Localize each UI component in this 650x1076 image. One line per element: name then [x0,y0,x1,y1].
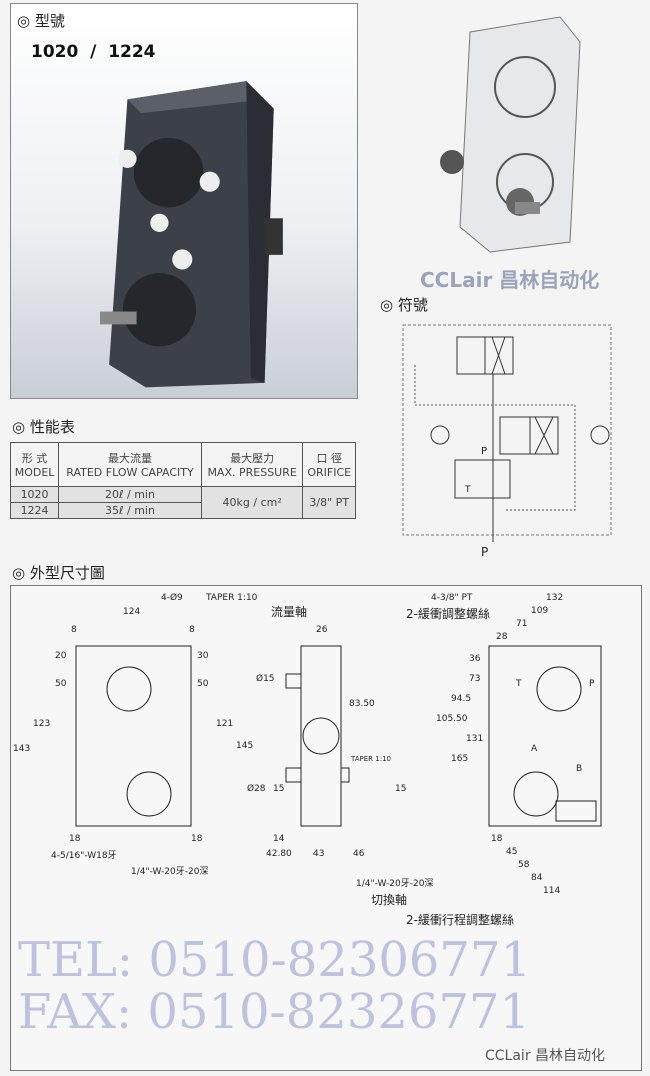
d45-label: 45 [506,847,517,857]
symbol-port-p-inner: P [481,446,487,457]
symbol-port-p-outer: P [481,545,488,559]
taper1-label: TAPER 1:10 [205,593,258,603]
dimension-drawing: 4-Ø9 TAPER 1:10 124 流量軸 8 8 26 20 50 123… [13,592,602,927]
d121-label: 121 [216,719,233,729]
d4280-label: 42.80 [266,849,292,859]
0-label: 最大流量 [107,452,152,465]
d15a-label: 15 [273,784,284,794]
d28-label: 28 [496,632,508,642]
flow-label: 35ℓ / min [58,502,202,519]
d20-label: 20 [55,651,67,661]
d15b-label: 15 [395,784,406,794]
d36-label: 36 [469,654,481,664]
watermark-logo: CCLair 昌林自动化 [420,268,600,292]
d18b-label: 18 [191,834,203,844]
dphi28-label: Ø28 [247,783,266,794]
1-label: ORIFICE [307,466,352,479]
model-section-title: ◎ 型號 [17,12,65,30]
valve-3d-render [440,16,581,253]
footer-brand: CCLair 昌林自动化 [485,1048,606,1064]
d14-label: 14 [273,834,285,844]
d143-label: 143 [13,744,30,754]
hydraulic-symbol-diagram: P P T [402,324,612,559]
d58-label: 58 [518,860,530,870]
d124-label: 124 [123,607,140,617]
contact-tel: TEL: 0510-82306771 [18,932,532,988]
d945-label: 94.5 [451,694,471,704]
orifice-cell: 3/8" PT [302,486,356,519]
d18c-label: 18 [491,834,503,844]
portB-label: B [576,764,582,774]
model-label: 1020 [9,486,60,503]
d145-label: 145 [236,741,253,751]
dimension-section-title: ◎ 外型尺寸圖 [12,564,105,582]
d71-label: 71 [516,619,527,629]
taper2-label: TAPER 1:10 [350,755,391,763]
d109-label: 109 [531,606,548,616]
d123-label: 123 [33,719,50,729]
d50a-label: 50 [55,679,67,689]
model-label: 1224 [9,502,60,519]
thread3-label: 1/4"-W-20牙-20深 [356,878,433,889]
d8a-label: 8 [71,625,77,635]
performance-section-title: ◎ 性能表 [12,418,75,436]
pressure-cell: 40kg / cm² [200,486,304,519]
d132-label: 132 [546,593,563,603]
dimension-drawing-panel: 4-Ø9 TAPER 1:10 124 流量軸 8 8 26 20 50 123… [10,585,642,1071]
switch-shaft-label: 切換軸 [371,893,407,907]
d131-label: 131 [466,734,483,744]
contact-fax: FAX: 0510-82326771 [18,984,531,1040]
model-numbers: 1020 / 1224 [31,42,156,62]
thread1-label: 4-5/16"-W18牙 [51,850,117,861]
d43-label: 43 [313,849,324,859]
symbol-port-t: T [464,485,471,495]
d30-label: 30 [197,651,209,661]
adj1-label: 2-緩衝調整螺絲 [406,606,490,621]
portP-label: P [589,679,595,689]
1-label: MAX. PRESSURE [207,466,297,479]
pt-label: 4-3/8" PT [431,593,473,603]
adj2-label: 2-緩衝行程調整螺絲 [406,912,514,927]
d8b-label: 8 [189,625,195,635]
portT-label: T [515,679,522,689]
thread2-label: 1/4"-W-20牙-20深 [131,866,208,877]
0-label: 形 式 [21,452,48,465]
flow-label: 20ℓ / min [58,486,202,503]
1-label: MODEL [14,466,55,479]
d73-label: 73 [469,674,480,684]
0-label: 口 徑 [316,452,342,465]
product-photo-panel: ◎ 型號 1020 / 1224 [10,3,358,399]
portA-label: A [531,744,538,754]
d26-label: 26 [316,625,328,635]
d114-label: 114 [543,886,560,896]
d18a-label: 18 [69,834,81,844]
d10550-label: 105.50 [436,714,468,724]
dphi15-label: Ø15 [256,673,275,684]
symbol-section-title: ◎ 符號 [380,296,428,314]
1-label: RATED FLOW CAPACITY [66,466,194,479]
d4phi9-label: 4-Ø9 [161,592,183,603]
d8350-label: 83.50 [349,699,375,709]
valve-photo [100,81,283,388]
d46-label: 46 [353,849,365,859]
d165-label: 165 [451,754,468,764]
d50b-label: 50 [197,679,209,689]
0-label: 最大壓力 [230,452,275,465]
flow-shaft-label: 流量軸 [271,605,307,619]
d84-label: 84 [531,873,543,883]
